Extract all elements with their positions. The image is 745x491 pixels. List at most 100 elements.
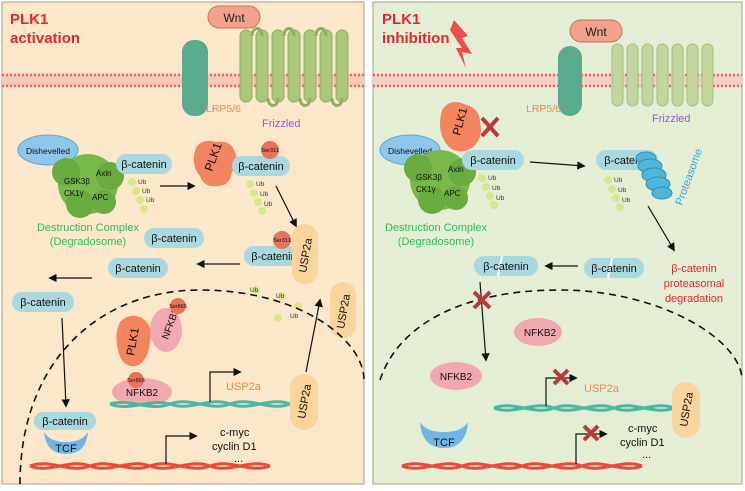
right-ub-2c: Ub xyxy=(622,197,631,204)
svg-text:β-catenin: β-catenin xyxy=(115,263,160,275)
right-beta-catenin-complex: β-catenin xyxy=(462,150,524,170)
left-destruction-complex: Axin GSK3β CK1γ APC xyxy=(52,154,124,218)
left-arrow-to-usp2a xyxy=(275,185,297,228)
right-target-dna xyxy=(401,462,643,470)
left-usp2a-transcription-arrow xyxy=(209,367,242,402)
left-ub-1a: Ub xyxy=(138,179,147,186)
left-ub-2a: Ub xyxy=(256,181,265,188)
right-degradation-3: degradation xyxy=(665,293,723,305)
right-target-more: ... xyxy=(642,449,651,461)
right-ub-chain-2 xyxy=(604,176,624,211)
left-ub-1b: Ub xyxy=(142,188,151,195)
right-degradation-1: β-catenin xyxy=(671,263,716,275)
left-beta-catenin-tcf: β-catenin TCF xyxy=(34,412,96,455)
left-title-activation: activation xyxy=(10,30,80,47)
left-beta-catenin-complex: β-catenin xyxy=(116,154,172,174)
right-plk1-block-icon xyxy=(480,116,500,138)
right-usp2a-dna xyxy=(493,404,675,412)
svg-text:Ser866: Ser866 xyxy=(127,378,145,384)
right-destruction-label-1: Destruction Complex xyxy=(385,222,488,234)
left-beta-catenin-usp2a: β-catenin Ser311 xyxy=(244,231,304,266)
right-frizzled-label: Frizzled xyxy=(652,113,691,125)
left-plk1-top: PLK1 xyxy=(193,140,237,187)
svg-text:NFKB2: NFKB2 xyxy=(126,388,159,399)
left-free-ub-c: Ub xyxy=(290,313,299,320)
left-frizzled-receptor xyxy=(239,27,349,107)
right-panel: PLK1 inhibition Wnt LRP5/6 Frizzled xyxy=(372,1,743,485)
svg-text:β-catenin: β-catenin xyxy=(251,251,296,263)
right-beta-catenin-broken-1: β-catenin xyxy=(584,257,644,279)
svg-text:Ser311: Ser311 xyxy=(261,148,278,154)
right-inhibitor-bolt-icon xyxy=(450,20,472,68)
svg-text:Wnt: Wnt xyxy=(223,11,245,25)
svg-text:Ser866: Ser866 xyxy=(169,304,187,310)
left-frizzled-label: Frizzled xyxy=(262,118,301,130)
right-lrp-label: LRP5/6 xyxy=(526,103,561,115)
svg-text:NFKB2: NFKB2 xyxy=(440,372,473,383)
right-nfkb2-free: NFKB2 xyxy=(514,318,562,346)
right-tcf: TCF xyxy=(420,422,468,449)
right-target-transcription-arrow xyxy=(575,429,608,464)
left-nfkb2-dna: NFKB2 Ser866 xyxy=(112,372,172,406)
svg-text:β-catenin: β-catenin xyxy=(238,161,283,173)
left-arrow-usp2a-export xyxy=(305,298,323,373)
svg-text:β-catenin: β-catenin xyxy=(42,416,87,428)
svg-text:GSK3β: GSK3β xyxy=(64,177,90,186)
right-proteasome xyxy=(635,151,673,200)
right-usp2a-block-icon xyxy=(552,368,570,386)
right-arrow-degradation xyxy=(647,205,675,252)
right-target-cyclind1: cyclin D1 xyxy=(620,437,665,449)
left-usp2a-2: USP2a xyxy=(330,282,356,338)
right-ub-1c: Ub xyxy=(496,195,505,202)
svg-text:β-catenin: β-catenin xyxy=(470,155,515,167)
svg-text:β-catenin: β-catenin xyxy=(121,159,166,171)
left-arrow-to-nucleus xyxy=(61,317,70,408)
left-ub-2b: Ub xyxy=(260,191,269,198)
left-lrp-receptor xyxy=(182,40,208,116)
svg-text:Wnt: Wnt xyxy=(585,25,607,39)
svg-text:APC: APC xyxy=(92,193,109,202)
left-usp2a-3: USP2a xyxy=(290,374,318,430)
left-target-transcription-arrow xyxy=(165,431,198,464)
svg-text:PLK1: PLK1 xyxy=(125,327,142,357)
svg-text:TCF: TCF xyxy=(433,437,455,449)
left-free-ub-b: Ub xyxy=(276,293,285,300)
svg-text:β-catenin: β-catenin xyxy=(483,261,528,273)
left-target-cyclind1: cyclin D1 xyxy=(212,441,257,453)
left-title-plk1: PLK1 xyxy=(10,11,48,28)
left-panel: PLK1 activation Wnt LRP5/6 Frizzled xyxy=(1,1,365,485)
right-nuclear-envelope xyxy=(379,289,743,381)
right-arrow-to-nucleus xyxy=(479,281,490,362)
right-nuclear-block-icon xyxy=(472,290,492,310)
right-target-block-icon xyxy=(582,424,600,442)
left-destruction-label-1: Destruction Complex xyxy=(37,222,140,234)
svg-text:Axin: Axin xyxy=(448,165,464,174)
svg-text:Dishevelled: Dishevelled xyxy=(26,146,70,156)
svg-text:β-catenin: β-catenin xyxy=(591,263,636,275)
left-beta-catenin-1: β-catenin xyxy=(144,228,204,248)
right-degradation-2: proteasomal xyxy=(664,278,725,290)
right-lrp-receptor xyxy=(558,46,582,116)
left-ub-2c: Ub xyxy=(264,201,273,208)
left-beta-catenin-3: β-catenin xyxy=(12,292,74,312)
left-usp2a-1: USP2a xyxy=(292,224,318,284)
svg-text:Axin: Axin xyxy=(96,169,112,178)
left-target-more: ... xyxy=(234,453,243,465)
left-destruction-label-2: (Degradosome) xyxy=(50,236,126,248)
svg-text:TCF: TCF xyxy=(55,443,77,455)
svg-text:β-catenin: β-catenin xyxy=(151,233,196,245)
left-usp2a-dna xyxy=(109,400,291,409)
left-free-ub xyxy=(252,286,302,322)
left-beta-catenin-ser311: β-catenin Ser311 xyxy=(232,141,290,176)
left-ub-chain-2 xyxy=(246,180,266,215)
right-ub-2a: Ub xyxy=(614,177,623,184)
left-beta-catenin-2: β-catenin xyxy=(108,258,168,278)
svg-text:GSK3β: GSK3β xyxy=(416,173,442,182)
right-ub-1b: Ub xyxy=(492,185,501,192)
left-wnt: Wnt xyxy=(207,5,261,29)
left-target-cmyc: c-myc xyxy=(220,427,250,439)
right-title-plk1: PLK1 xyxy=(382,11,420,28)
left-lrp-label: LRP5/6 xyxy=(206,103,241,115)
left-usp2a-gene-label: USP2a xyxy=(226,381,262,393)
right-destruction-complex: Axin GSK3β CK1γ APC xyxy=(404,150,476,214)
